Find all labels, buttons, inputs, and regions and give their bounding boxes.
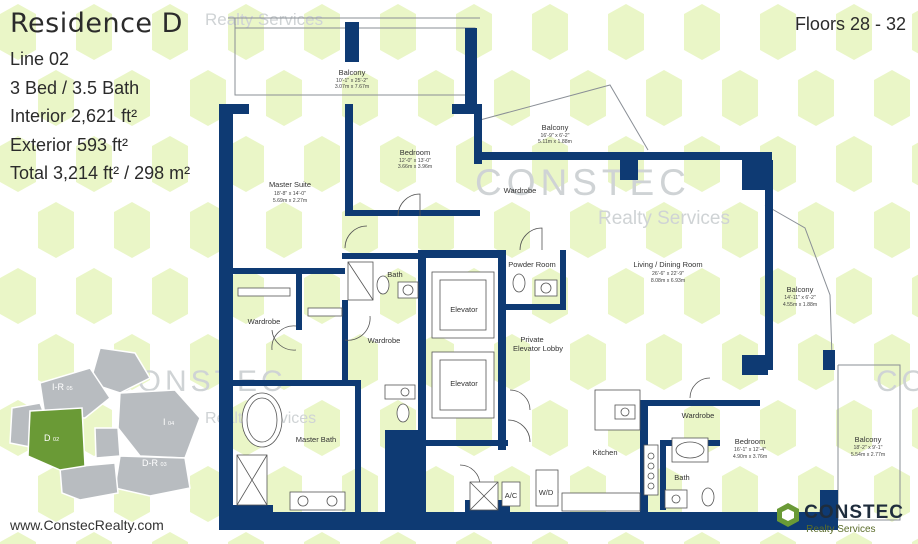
- wardrobe-center-label: Wardrobe: [368, 336, 401, 345]
- svg-text:3.66m x 3.96m: 3.66m x 3.96m: [398, 164, 432, 170]
- private-lobby-label: Private: [520, 335, 543, 344]
- master-bath-label: Master Bath: [296, 435, 336, 444]
- wardrobe-top-label: Wardrobe: [504, 186, 537, 195]
- fixtures: [236, 261, 715, 512]
- constec-brand: CONSTEC Realty Services: [776, 502, 904, 535]
- balcony-right-label: Balcony: [787, 285, 814, 294]
- svg-text:D 02: D 02: [44, 433, 59, 443]
- private-lobby-label-2: Elevator Lobby: [513, 344, 563, 353]
- svg-text:14'-11" x 6'-2": 14'-11" x 6'-2": [784, 295, 816, 301]
- svg-text:10'-1" x 25'-2": 10'-1" x 25'-2": [336, 78, 368, 84]
- svg-text:5.11m x 1.88m: 5.11m x 1.88m: [538, 139, 572, 145]
- watermark-realty-main: Realty Services: [598, 208, 730, 229]
- room-labels: Balcony 10'-1" x 25'-2" 3.07m x 7.67m Be…: [248, 68, 885, 500]
- residence-info: Residence D Line 02 3 Bed / 3.5 Bath Int…: [10, 8, 190, 188]
- svg-text:4.90m x 3.76m: 4.90m x 3.76m: [733, 454, 767, 460]
- balcony-corner-label: Balcony: [855, 435, 882, 444]
- bath-top-label: Bath: [387, 270, 402, 279]
- balcony-top-label: Balcony: [339, 68, 366, 77]
- svg-text:8.08m x 6.93m: 8.08m x 6.93m: [651, 278, 685, 284]
- floors-label: Floors 28 - 32: [794, 14, 906, 34]
- svg-text:16'-1" x 12'-4": 16'-1" x 12'-4": [734, 447, 766, 453]
- residence-title: Residence D: [10, 8, 183, 39]
- total-spec: Total 3,214 ft² / 298 m²: [10, 163, 191, 183]
- svg-text:12'-0" x 13'-0": 12'-0" x 13'-0": [399, 158, 431, 164]
- interior-spec: Interior 2,621 ft²: [10, 106, 138, 126]
- website-link[interactable]: www.ConstecRealty.com: [10, 517, 164, 533]
- svg-text:5.69m x 2.27m: 5.69m x 2.27m: [273, 198, 307, 204]
- wardrobe-left-label: Wardrobe: [248, 317, 281, 326]
- balcony-mid-label: Balcony: [542, 123, 569, 132]
- beds-baths-spec: 3 Bed / 3.5 Bath: [10, 77, 140, 98]
- svg-text:26'-6" x 22'-9": 26'-6" x 22'-9": [652, 271, 684, 277]
- svg-text:18'-8" x 14'-0": 18'-8" x 14'-0": [274, 191, 306, 197]
- master-suite-label: Master Suite: [269, 180, 311, 189]
- watermark-constec-main: CONSTEC: [475, 162, 691, 203]
- svg-text:5.54m x 2.77m: 5.54m x 2.77m: [851, 452, 885, 458]
- key-plan: I-R 05 I 04 D 02 D-R 03: [9, 347, 201, 501]
- wardrobe-right-label: Wardrobe: [682, 411, 715, 420]
- constec-logo-icon: [777, 503, 800, 527]
- walls: [219, 22, 838, 530]
- living-dining-label: Living / Dining Room: [633, 260, 702, 269]
- svg-text:I 04: I 04: [163, 417, 174, 427]
- svg-text:D-R 03: D-R 03: [142, 458, 167, 468]
- bath-right-label: Bath: [674, 473, 689, 482]
- bedroom-top-label: Bedroom: [400, 148, 430, 157]
- door-swings: [271, 193, 711, 494]
- svg-text:16'-9" x 6'-2": 16'-9" x 6'-2": [540, 133, 569, 139]
- elevator-2-label: Elevator: [450, 379, 478, 388]
- svg-text:I-R 05: I-R 05: [52, 382, 73, 392]
- powder-room-label: Powder Room: [508, 260, 556, 269]
- wd-label: W/D: [539, 488, 554, 497]
- keyplan-unit-highlight: [27, 407, 86, 471]
- brand-name: CONSTEC: [804, 502, 904, 523]
- svg-text:18'-2" x 9'-1": 18'-2" x 9'-1": [853, 445, 882, 451]
- elevator-1-label: Elevator: [450, 305, 478, 314]
- ac-label: A/C: [505, 491, 518, 500]
- bedroom-right-label: Bedroom: [735, 437, 765, 446]
- svg-text:3.07m x 7.67m: 3.07m x 7.67m: [335, 84, 369, 90]
- watermark-constec-right: CONSTEC: [876, 365, 918, 398]
- kitchen-label: Kitchen: [592, 448, 617, 457]
- brand-subtitle: Realty Services: [806, 524, 876, 535]
- exterior-spec: Exterior 593 ft²: [10, 134, 129, 155]
- svg-text:4.55m x 1.88m: 4.55m x 1.88m: [783, 302, 817, 308]
- line-spec: Line 02: [10, 49, 70, 69]
